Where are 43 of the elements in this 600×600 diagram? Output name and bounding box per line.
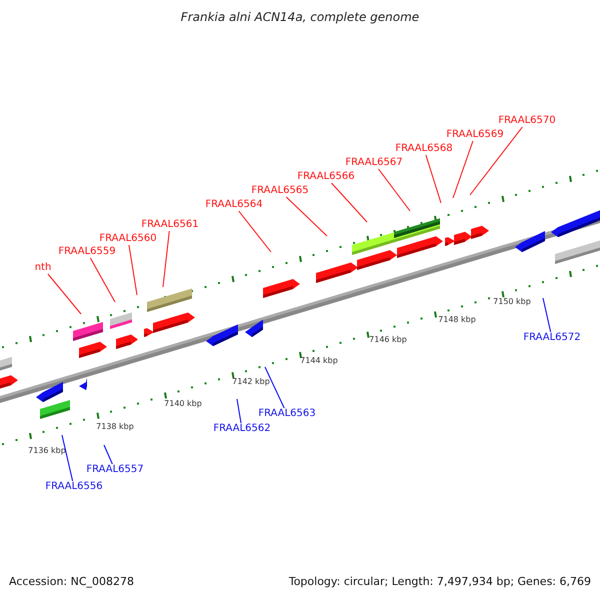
genome-info-text: Topology: circular; Length: 7,497,934 bp; Genes: 6,769 [288,576,591,588]
gene-label: FRAAL6567 [345,157,403,169]
gene-label: FRAAL6566 [297,171,355,183]
scale-label: 7148 kbp [438,314,476,326]
gene-label: FRAAL6569 [446,129,504,141]
gene-label: FRAAL6556 [45,481,103,493]
leader-line [236,398,242,424]
leader-line [47,274,82,314]
gene-label: FRAAL6565 [251,185,309,197]
gene-label: FRAAL6557 [86,464,144,476]
leader-line [330,182,368,222]
diagram-title: Frankia alni ACN14a, complete genome [180,10,420,24]
scale-label: 7140 kbp [164,398,202,410]
scale-label: 7138 kbp [96,421,134,433]
leader-line [452,140,474,198]
scale-label: 7150 kbp [493,296,531,308]
gene-label: FRAAL6560 [99,233,157,245]
leader-line [542,298,552,332]
scale-label: 7146 kbp [369,334,407,346]
gene-label: FRAAL6563 [258,408,316,420]
gene-label: FRAAL6562 [213,423,271,435]
gene-label: nth [34,262,52,274]
gene-label: FRAAL6568 [395,143,453,155]
leader-line [425,154,442,204]
leader-line [162,230,170,288]
leader-line [62,434,74,482]
scale-label: 7144 kbp [300,355,338,367]
gene-label: FRAAL6561 [141,219,199,231]
leader-line [264,366,285,408]
leader-line [378,168,410,212]
leader-line [104,444,113,464]
leader-line [286,196,328,236]
leader-line [90,258,116,302]
leader-line [238,210,272,252]
scale-label: 7136 kbp [28,445,66,457]
gene-label: FRAAL6570 [498,115,556,127]
scale-label: 7142 kbp [232,376,270,388]
gene-label: FRAAL6559 [58,246,116,258]
leader-line [470,126,523,196]
accession-text: Accession: NC_008278 [9,576,134,588]
gene-label: FRAAL6564 [205,199,263,211]
leader-line [128,244,138,296]
gene-label: FRAAL6572 [523,332,581,344]
